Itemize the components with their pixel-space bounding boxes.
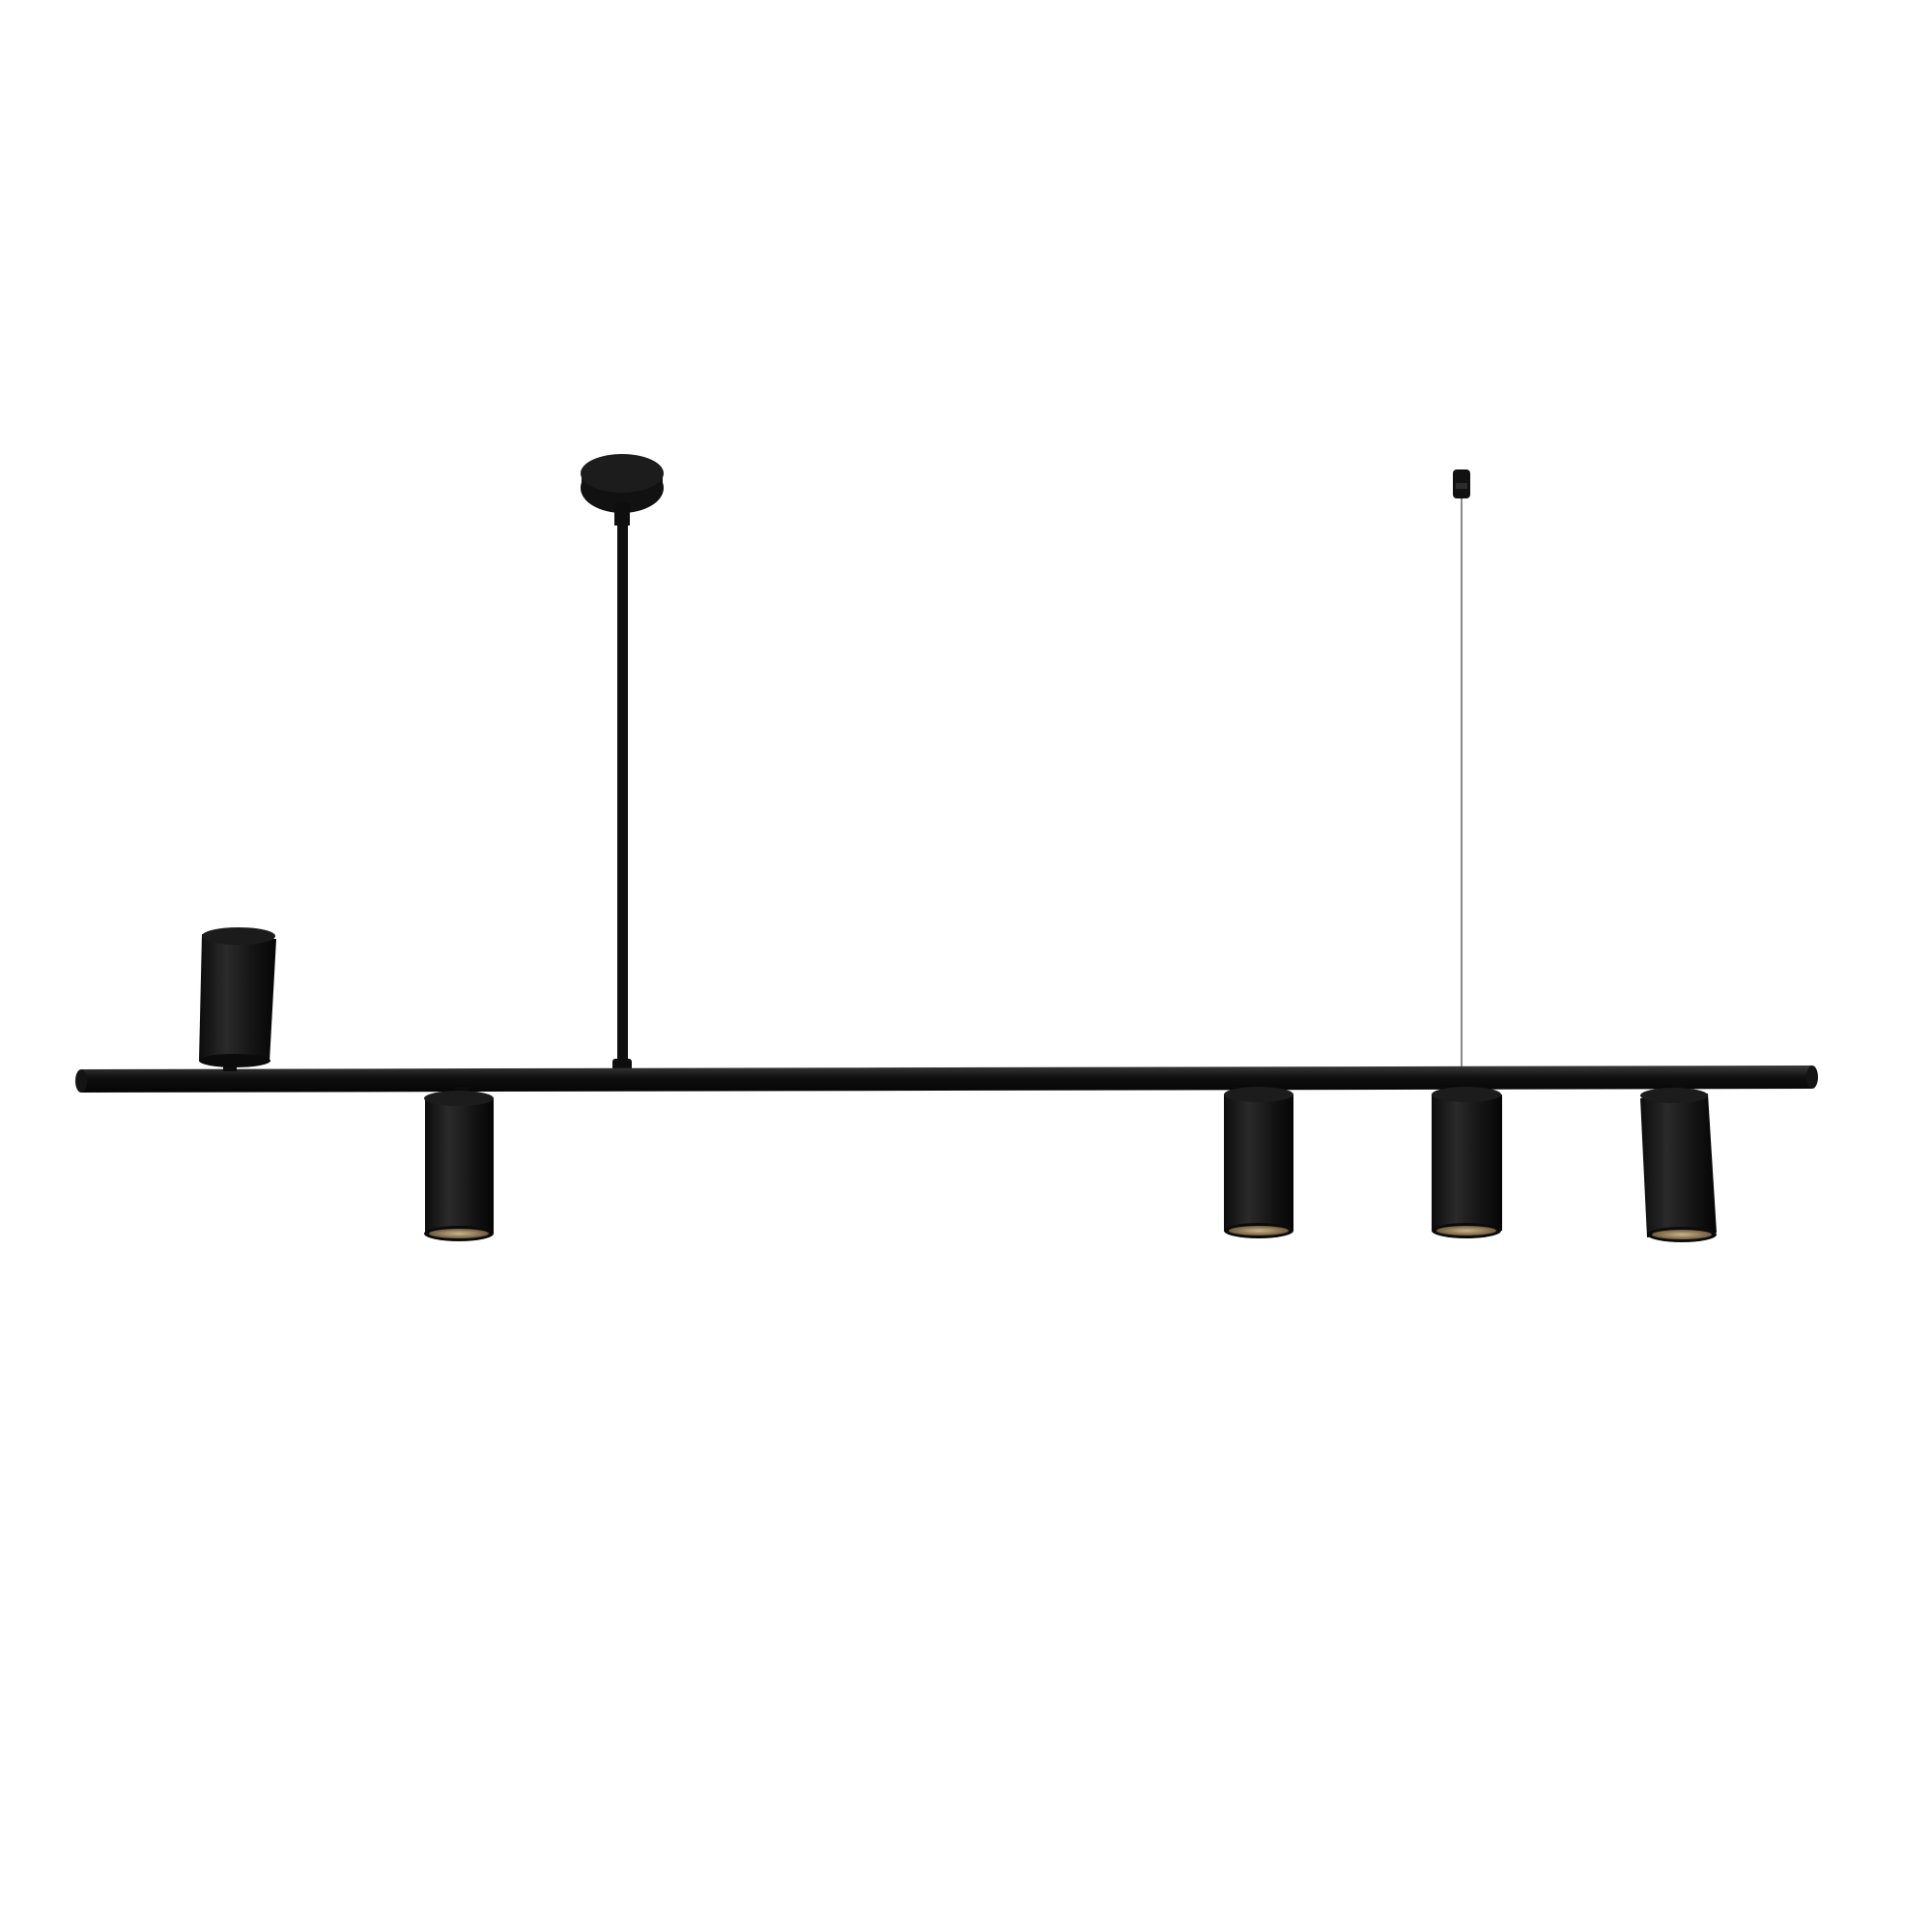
spotlight-down-4 (1640, 1083, 1717, 1242)
spotlight-down-1 (424, 1087, 494, 1241)
spotlight-down-2 (1224, 1084, 1293, 1238)
spotlight-up-left (199, 927, 276, 1071)
ceiling-canopy-rod (581, 454, 664, 1072)
horizontal-bar (75, 1065, 1818, 1093)
ceiling-cable-suspension (1453, 469, 1470, 1066)
spotlight-down-3 (1432, 1083, 1502, 1238)
